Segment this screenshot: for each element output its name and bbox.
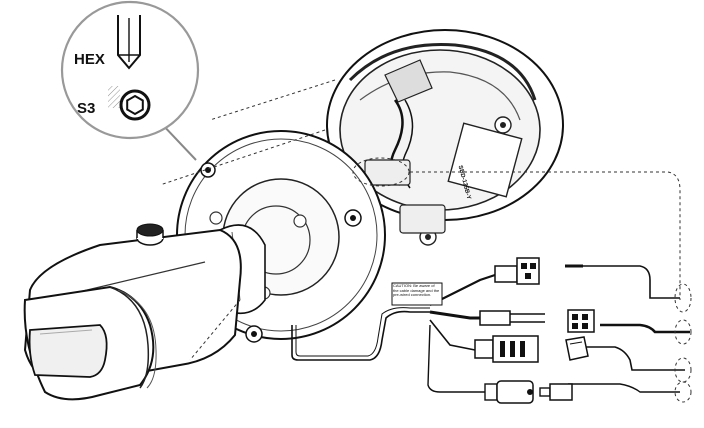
- connector-power: [479, 310, 545, 326]
- mount-screw-top: [200, 162, 216, 178]
- mount-screw-right: [344, 209, 362, 227]
- hex-key-icon: [117, 15, 141, 70]
- caution-text: CAUTION: Be aware of the cable damage an…: [393, 284, 440, 298]
- connector-ethernet: [474, 335, 539, 363]
- hex-key-callout: HEX S3: [60, 0, 200, 161]
- field-cables: [565, 264, 690, 393]
- size-label: S3: [77, 100, 95, 117]
- connector-audio-jack: [484, 380, 534, 404]
- field-rj45-plug: [565, 336, 589, 361]
- camera-lens-window: [28, 324, 108, 378]
- mount-screw-bottom: [245, 325, 263, 343]
- cable-bundle: [291, 273, 496, 393]
- connector-top: [494, 257, 540, 285]
- hex-socket-icon: [108, 86, 151, 121]
- camera-top-knob: [136, 223, 164, 246]
- caution-label: CAUTION: Be aware of the cable damage an…: [391, 282, 443, 306]
- hex-label: HEX: [74, 51, 105, 68]
- field-terminal-block: [567, 309, 595, 333]
- cable-guide-lines: [159, 79, 692, 403]
- junction-box: SBD-125B-Y: [326, 29, 564, 246]
- camera-body: [23, 223, 242, 401]
- field-audio-plug: [539, 383, 573, 401]
